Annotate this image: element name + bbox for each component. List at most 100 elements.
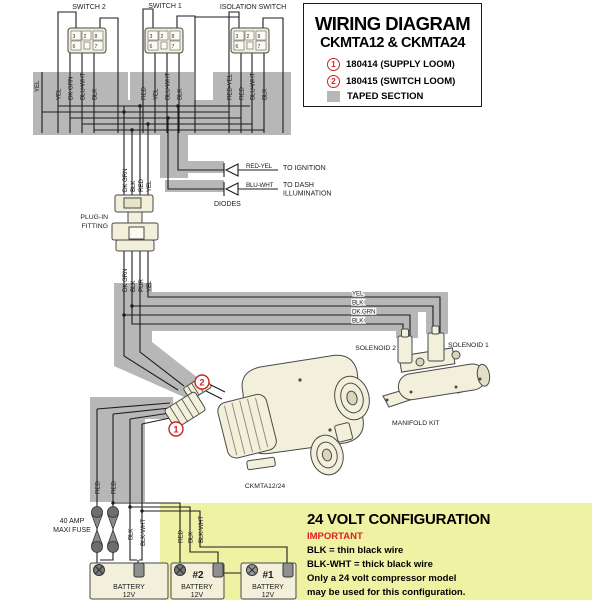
taped-section-swatch-icon [327,91,340,102]
pin-label: 7 [95,44,98,50]
isolation-switch-wires [228,11,284,133]
pin-label: 8 [258,34,261,40]
plug-in-fitting-drawing [111,194,159,252]
wire-label: RED-YEL [227,73,234,100]
legend: 1 180414 (SUPPLY LOOM) 2 180415 (SWITCH … [327,58,481,102]
solenoid-run-wires [123,250,441,336]
plug-in-fitting-label: PLUG-IN [80,214,108,221]
battery1-num: #1 [262,570,274,581]
legend-switch-loom-label: 180415 (SWITCH LOOM) [346,75,456,87]
legend-item-switch-loom: 2 180415 (SWITCH LOOM) [327,74,481,88]
diode-2-icon [224,182,239,196]
pin-label: 8 [95,34,98,40]
solenoid2-label: SOLENOID 2 [355,345,396,352]
solenoid1-label: SOLENOID 1 [448,342,489,349]
battery2-num: #2 [192,570,204,581]
battery1-label: BATTERY [252,584,284,591]
battery-12v-box [89,562,169,600]
marker-2: 2 [199,378,204,388]
switch2-label: SWITCH 2 [72,4,106,11]
run-wire-label: BLK [352,300,364,307]
config-note-4: may be used for this configuration. [307,586,466,598]
run-wire-label: DK.GRN [352,309,376,316]
fuse-2-icon [106,506,120,553]
pin-label: 3 [236,34,239,40]
wire-label: DK GRN [122,268,129,292]
pin-label: 7 [172,44,175,50]
config-note-1: BLK = thin black wire [307,544,404,556]
legend-marker-2-icon: 2 [327,74,340,88]
wire-label: BLU-WHT [250,72,257,100]
manifold-kit-label: MANIFOLD KIT [392,420,440,427]
compressor-drawing [217,354,370,476]
isolation-switch-label: ISOLATION SWITCH [220,4,286,11]
plug-in-fitting-label2: FITTING [82,223,108,230]
diode-symbols [223,163,239,196]
wire-label: RED [95,481,102,494]
battery1-volt: 12V [262,592,275,599]
wire-label: BLU-WHT [80,72,87,100]
switch1-connector: 3 2 8 6 7 [144,27,184,54]
wire-label: YEL [146,280,153,292]
to-ignition-label: TO IGNITION [283,165,326,172]
fuse-label2: MAXI FUSE [53,527,91,534]
batteries [89,562,297,600]
battery-label: BATTERY [113,584,145,591]
fuse-label: 40 AMP [60,518,85,525]
solenoid-1-coil [427,332,445,362]
supply-vertical-wires [96,409,143,568]
pin-label: 6 [236,44,239,50]
pin-label: 3 [150,34,153,40]
wire-label: DK GRN [122,168,129,192]
pin-label: 2 [247,34,250,40]
manifold-drawing [382,325,491,408]
marker-1: 1 [173,425,178,435]
solenoid-2-coil [397,335,413,364]
to-dash-label: TO DASH [283,182,314,189]
battery-terminals [93,562,294,578]
switch2-connector: 3 2 8 6 7 [67,27,107,54]
diode2-wire-label: BLU-WHT [246,182,274,189]
diagram-title: WIRING DIAGRAM [314,13,471,34]
battery2-volt: 12V [191,592,204,599]
wire-label: RED [111,481,118,494]
wire-label: BLK-WHT [140,519,147,546]
loom-markers: 2 1 [168,374,210,437]
labels: SWITCH 2 SWITCH 1 ISOLATION SWITCH YEL D… [34,3,489,599]
switch2-wires [41,11,119,133]
diode-feed-wires [167,106,278,190]
bus-wires [42,105,264,131]
run-wire-label: YEL [352,291,364,298]
config-note-3: Only a 24 volt compressor model [307,572,457,584]
legend-supply-loom-label: 180414 (SUPPLY LOOM) [346,59,455,70]
legend-item-supply-loom: 1 180414 (SUPPLY LOOM) [327,58,481,71]
pin-label: 7 [258,44,261,50]
wire-label: RED [138,179,145,192]
battery-volt: 12V [123,592,136,599]
switch1-wires [142,8,239,133]
fuse-1-icon [90,506,104,553]
pin-label: 3 [73,34,76,40]
wire-label: RED [141,87,148,100]
pin-label: 6 [150,44,153,50]
diodes-caption: DIODES [214,201,241,208]
config-note-2: BLK-WHT = thick black wire [307,558,433,570]
maxi-fuse-icons [90,506,120,553]
trunk-upper-wires [123,106,149,195]
diode1-wire-label: RED-YEL [246,163,273,170]
wire-label: BLK [130,180,137,192]
legend-taped-label: TAPED SECTION [347,91,424,102]
24v-config-panel: 24 VOLT CONFIGURATION IMPORTANT BLK = th… [307,511,589,598]
wire-label: BLK [177,88,184,100]
run-wire-label: BLK [352,318,364,325]
wire-label: BLU-WHT [165,72,172,100]
wire-label: BLK-WHT [198,516,205,543]
wire-label: BLK [262,88,269,100]
24v-branch-wires [113,502,288,566]
wires [41,8,441,574]
wire-label: DK GRN [68,76,75,100]
wire-label: BLK [188,531,195,543]
wire-label: YEL [56,88,63,100]
